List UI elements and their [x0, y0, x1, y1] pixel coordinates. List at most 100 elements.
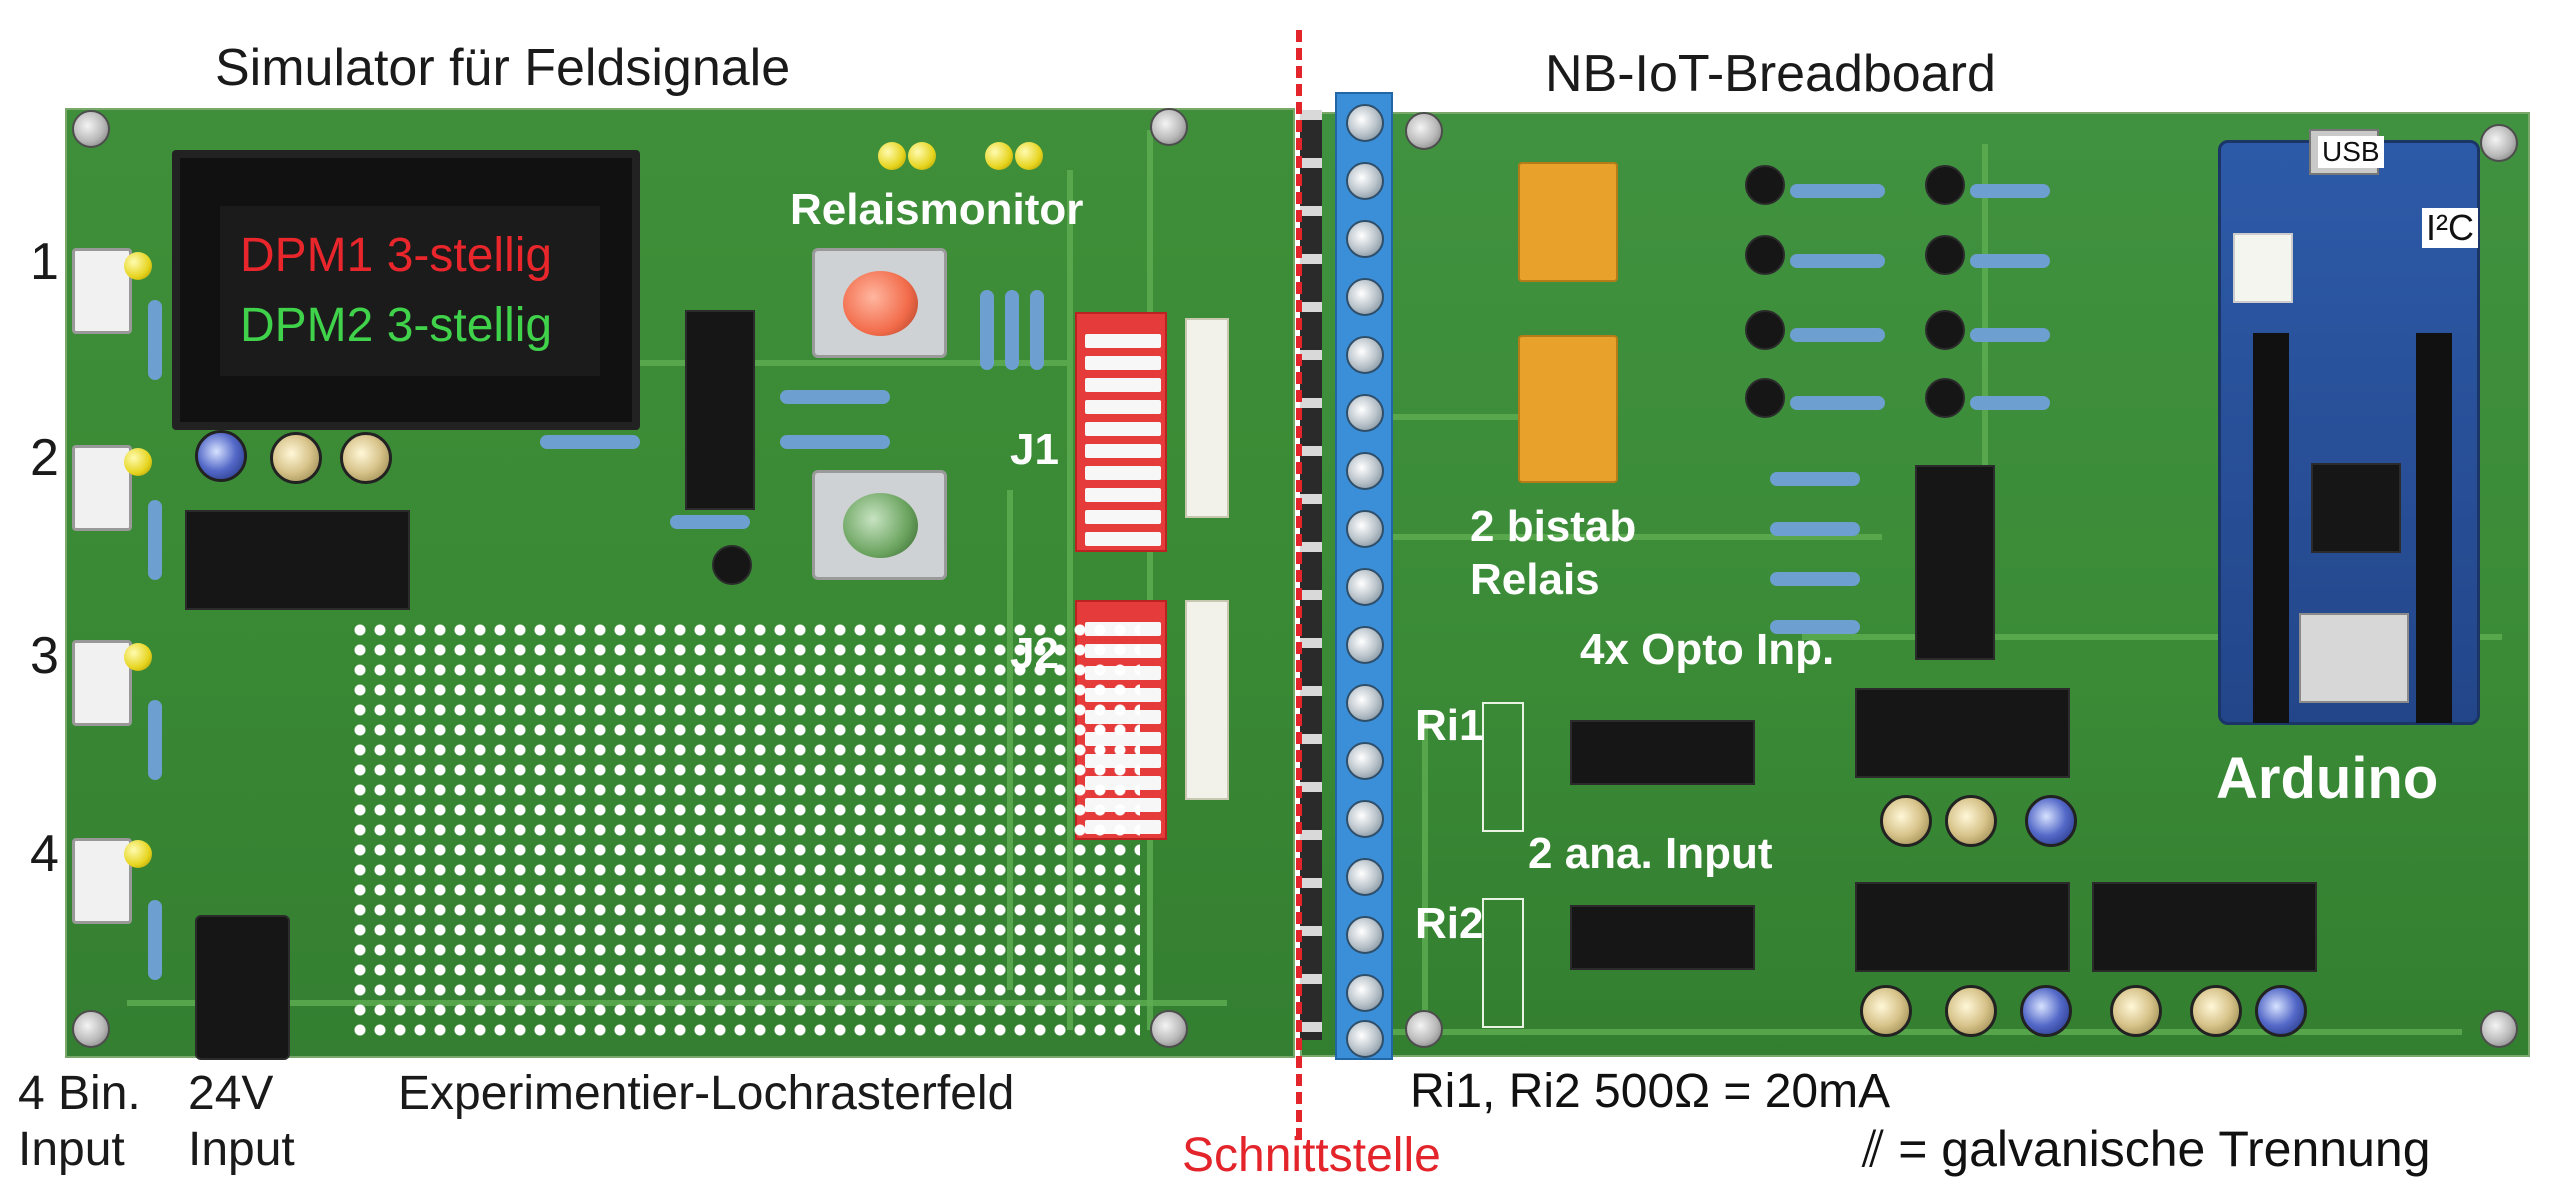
transistor: [1745, 310, 1785, 350]
relaismonitor-label: Relaismonitor: [790, 185, 1084, 234]
capacitor: [2190, 985, 2242, 1037]
analog-module: [1570, 905, 1755, 970]
digital-panel-meter: DPM1 3-stellig DPM2 3-stellig: [172, 150, 640, 430]
tr1-button[interactable]: [843, 271, 918, 336]
bistable-relay-1: [1518, 162, 1618, 282]
trace: [1147, 130, 1153, 1030]
arduino-pin-header: [2416, 333, 2452, 723]
mounting-screw: [1405, 112, 1443, 150]
transistor: [1745, 378, 1785, 418]
relay-led: [985, 142, 1013, 170]
mounting-screw: [2480, 1010, 2518, 1048]
interface-pins: [1300, 110, 1322, 1040]
usb-label: USB: [2318, 136, 2384, 168]
resistor: [1790, 328, 1885, 342]
resistor: [1790, 396, 1885, 410]
mounting-screw: [1405, 1010, 1443, 1048]
relay-monitor-tr2[interactable]: [812, 470, 947, 580]
power-module: [185, 510, 410, 610]
transistor: [1925, 378, 1965, 418]
input-led: [124, 448, 152, 476]
galvanic-isolation-legend: ⫽ = galvanische Trennung: [1862, 1121, 2431, 1177]
transistor: [1745, 235, 1785, 275]
dc-power-jack: [195, 915, 290, 1060]
input-number-2: 2: [30, 429, 59, 487]
input-number-3: 3: [30, 627, 59, 685]
i2c-connector[interactable]: [2233, 233, 2293, 303]
capacitor: [2025, 795, 2077, 847]
relay-led: [908, 142, 936, 170]
resistor: [670, 515, 750, 529]
resistor: [1790, 184, 1885, 198]
mounting-screw: [72, 110, 110, 148]
capacitor: [1945, 985, 1997, 1037]
ana-input-label: 2 ana. Input: [1528, 829, 1773, 878]
binary-input-4[interactable]: [72, 838, 132, 924]
resistor: [148, 900, 162, 980]
j1-label: J1: [1010, 425, 1059, 474]
resistor: [1030, 290, 1044, 370]
bin-input-label-line1: 4 Bin.: [18, 1067, 141, 1120]
transistor: [1925, 165, 1965, 205]
ri1-outline: [1482, 702, 1524, 832]
binary-input-2[interactable]: [72, 445, 132, 531]
left-board-title: Simulator für Feldsignale: [215, 39, 791, 97]
sd-card-slot: [2299, 613, 2409, 703]
opto-label: 4x Opto Inp.: [1580, 625, 1835, 674]
resistor: [148, 500, 162, 580]
interface-divider-line: [1296, 30, 1302, 1140]
supply-input-label-line2: Input: [188, 1123, 295, 1176]
mounting-screw: [1150, 1010, 1188, 1048]
arduino-label: Arduino: [2216, 746, 2439, 811]
capacitor: [1880, 795, 1932, 847]
supply-input-label-line1: 24V: [188, 1067, 274, 1120]
trace: [1362, 1029, 2462, 1035]
dpm-screen: DPM1 3-stellig DPM2 3-stellig: [220, 206, 600, 376]
mounting-screw: [1150, 108, 1188, 146]
capacitor: [2110, 985, 2162, 1037]
resistance-note: Ri1, Ri2 500Ω = 20mA: [1410, 1065, 1891, 1118]
capacitor: [2020, 985, 2072, 1037]
trace: [1422, 714, 1428, 1034]
mounting-screw: [72, 1010, 110, 1048]
resistor: [1970, 184, 2050, 198]
dip-switch-j1[interactable]: [1075, 312, 1167, 552]
terminal-block[interactable]: [1335, 92, 1393, 1060]
resistor: [148, 700, 162, 780]
capacitor: [270, 432, 322, 484]
right-board-title: NB-IoT-Breadboard: [1545, 45, 1996, 103]
bistab-label-line2: Relais: [1470, 555, 1600, 604]
tr2-button[interactable]: [843, 493, 918, 558]
schnittstelle-label: Schnittstelle: [1182, 1129, 1441, 1182]
capacitor: [2255, 985, 2307, 1037]
resistor: [1770, 620, 1860, 634]
relay-monitor-tr1[interactable]: [812, 248, 947, 358]
mounting-screw: [2480, 124, 2518, 162]
trace: [1067, 170, 1073, 1030]
capacitor: [340, 432, 392, 484]
dpm1-label: DPM1 3-stellig: [240, 229, 553, 282]
relay-led: [878, 142, 906, 170]
trace: [1382, 414, 1582, 420]
input-number-4: 4: [30, 825, 59, 883]
trace: [1982, 144, 1988, 474]
perfboard-holes: [350, 620, 1140, 1040]
trace: [627, 360, 1067, 366]
lochraster-label: Experimentier-Lochrasterfeld: [398, 1067, 1015, 1120]
binary-input-3[interactable]: [72, 640, 132, 726]
resistor: [980, 290, 994, 370]
pin-header-x3: [1185, 318, 1229, 518]
arduino-pin-header: [2253, 333, 2289, 723]
resistor: [1770, 572, 1860, 586]
relay-led: [1015, 142, 1043, 170]
bin-input-label-line2: Input: [18, 1123, 125, 1176]
resistor: [1005, 290, 1019, 370]
bistab-label-line1: 2 bistab: [1470, 502, 1637, 551]
resistor: [780, 390, 890, 404]
isolation-module: [1855, 688, 2070, 778]
trace: [1382, 534, 1882, 540]
binary-input-1[interactable]: [72, 248, 132, 334]
transistor: [1925, 235, 1965, 275]
transistor: [1745, 165, 1785, 205]
capacitor: [1945, 795, 1997, 847]
